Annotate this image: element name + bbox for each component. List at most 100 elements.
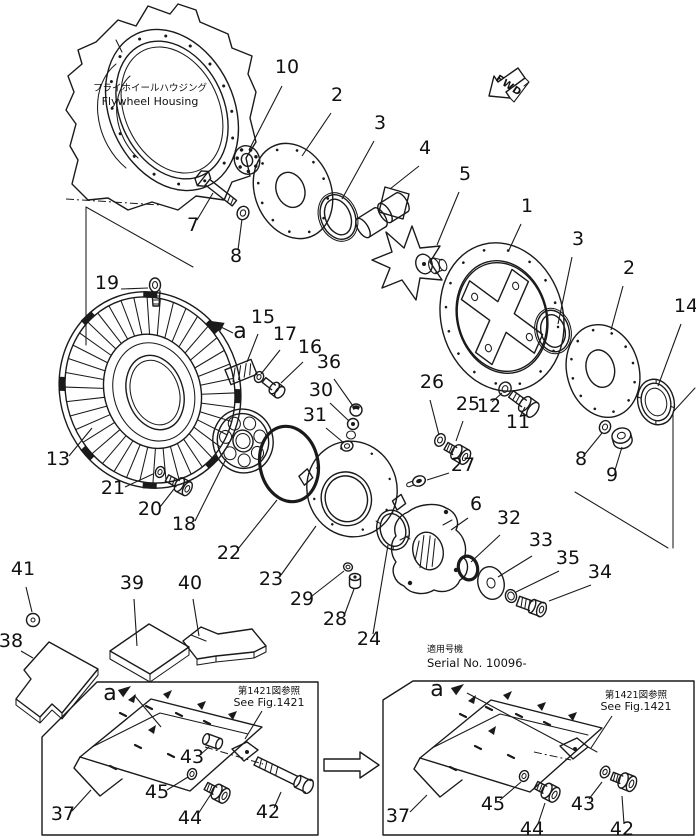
leader-line xyxy=(120,287,149,290)
part-40-pad xyxy=(182,626,267,666)
damper-fin xyxy=(193,426,221,448)
part-23-cover xyxy=(298,440,407,538)
callout-45: 45 xyxy=(145,781,169,803)
part-17-washer xyxy=(253,370,265,384)
part-18-bearing xyxy=(212,408,274,474)
callout-32: 32 xyxy=(497,507,521,529)
leader-line xyxy=(71,789,92,812)
leader-line xyxy=(584,432,603,455)
part-25-bolt xyxy=(443,441,472,465)
leader-line xyxy=(389,165,420,190)
leader-line xyxy=(237,218,243,251)
part-20-bolt xyxy=(164,474,193,497)
callout-7: 7 xyxy=(187,214,199,236)
damper-fin xyxy=(101,435,127,465)
callout-10: 10 xyxy=(275,56,299,78)
callout-38: 38 xyxy=(0,630,23,652)
leader-line xyxy=(588,781,603,800)
leader-line xyxy=(197,793,212,815)
leader-line xyxy=(343,588,355,617)
part-44-bolt-right xyxy=(533,780,561,803)
damper-fin xyxy=(67,357,106,372)
part-2-plate-rear xyxy=(565,323,641,419)
leader-line xyxy=(200,746,210,755)
detail-left-assembly xyxy=(186,733,315,804)
damper-fin xyxy=(97,312,122,344)
damper-fin xyxy=(75,414,111,431)
part-14-seal xyxy=(636,378,676,426)
callout-22: 22 xyxy=(217,542,241,564)
leader-line xyxy=(499,781,522,801)
leader-line xyxy=(329,402,350,422)
callout-1: 1 xyxy=(521,195,533,217)
callout-17: 17 xyxy=(273,323,297,345)
damper-fin xyxy=(87,321,117,350)
callout-29: 29 xyxy=(290,588,314,610)
part-22-oring xyxy=(257,424,321,504)
part-34-bolt xyxy=(515,595,548,618)
damper-fin xyxy=(156,298,161,336)
part-35-ring xyxy=(504,588,518,604)
callout-42: 42 xyxy=(256,801,280,823)
leader-line xyxy=(450,517,469,531)
part-10-bearing xyxy=(233,145,261,175)
damper-fin xyxy=(164,301,174,339)
damper-rim-tab xyxy=(234,389,242,404)
damper-rim-tab xyxy=(204,454,220,469)
callout-a: a xyxy=(103,681,116,706)
callout-a: a xyxy=(233,319,246,344)
part-37-cover-plate xyxy=(73,690,263,797)
leader-line xyxy=(466,692,577,752)
leader-line xyxy=(133,598,138,647)
callout-2: 2 xyxy=(623,257,635,279)
serial-label-en: Serial No. 10096- xyxy=(427,656,527,670)
damper-rim-tab xyxy=(142,481,157,489)
detail-box-right xyxy=(382,680,695,836)
damper-fin xyxy=(197,363,231,377)
damper-rim-tab xyxy=(58,376,66,391)
leader-line xyxy=(491,392,503,403)
callout-30: 30 xyxy=(309,379,333,401)
callout-3: 3 xyxy=(374,112,386,134)
leader-line xyxy=(194,458,227,522)
damper-fin xyxy=(146,296,151,335)
callout-19: 19 xyxy=(95,272,119,294)
callout-26: 26 xyxy=(420,371,444,393)
leader-line xyxy=(260,349,281,375)
part-8-washer-rear xyxy=(598,419,612,435)
part-37-cover-plate-right xyxy=(412,689,604,799)
callout-37: 37 xyxy=(386,805,410,827)
leader-line xyxy=(614,446,623,471)
callout-41: 41 xyxy=(11,558,35,580)
part-8-washer xyxy=(236,205,250,221)
leader-line xyxy=(124,473,154,488)
leader-line xyxy=(280,361,304,384)
leader-line xyxy=(519,406,526,418)
damper-fin xyxy=(91,429,121,455)
leader-line xyxy=(311,570,345,597)
callout-25: 25 xyxy=(456,393,480,415)
damper-fin xyxy=(152,447,156,484)
damper-rim-tab xyxy=(80,445,95,461)
housing-label-jp: フライホイールハウジング xyxy=(93,82,208,94)
part-43-washer xyxy=(599,765,611,779)
callout-14: 14 xyxy=(674,295,696,317)
bearing-ball xyxy=(243,416,257,431)
part-15-plate xyxy=(224,358,258,386)
damper-fin xyxy=(194,349,225,369)
leader-line xyxy=(166,776,189,791)
leader-line xyxy=(429,399,440,436)
part-12-washer xyxy=(498,381,512,397)
part-44-bolt xyxy=(203,781,231,804)
part-36-ball xyxy=(349,403,363,417)
damper-fin xyxy=(79,332,112,356)
callout-27: 27 xyxy=(451,454,475,476)
detail-box-left xyxy=(41,681,319,836)
flywheel-housing xyxy=(65,3,257,211)
callout-40: 40 xyxy=(178,572,202,594)
callout-8: 8 xyxy=(575,448,587,470)
leader-line xyxy=(25,586,33,613)
leader-line xyxy=(436,191,460,246)
damper-fin xyxy=(120,300,136,337)
